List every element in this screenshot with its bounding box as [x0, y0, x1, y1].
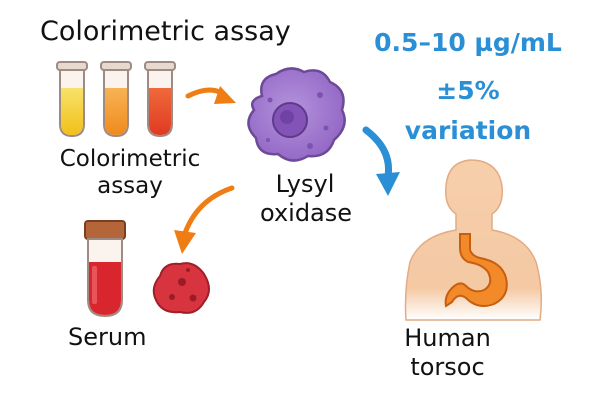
human-torso-icon [404, 159, 543, 321]
concentration-range: 0.5–10 µg/mL [374, 28, 562, 57]
variation-word: variation [404, 116, 532, 145]
serum-tube-icon [84, 220, 126, 318]
orange-arrow-icon [185, 86, 236, 104]
serum-label: Serum [68, 323, 147, 351]
cell-icon [247, 67, 346, 162]
page-title: Colorimetric assay [40, 16, 291, 47]
test-tube-yellow [56, 61, 88, 138]
tissue-icon [152, 262, 210, 314]
human-torso-label: Human torsoc [404, 324, 491, 381]
test-tube-orange [100, 61, 132, 138]
blue-arrow-icon [362, 126, 400, 196]
test-tubes-icon [56, 61, 176, 138]
test-tube-red [144, 61, 176, 138]
variation-percent: ±5% [436, 76, 500, 105]
colorimetric-assay-label: Colorimetric assay [59, 146, 201, 199]
lysyl-oxidase-label: Lysyl oxidase [260, 170, 353, 227]
orange-arrow-icon-2 [174, 185, 235, 254]
